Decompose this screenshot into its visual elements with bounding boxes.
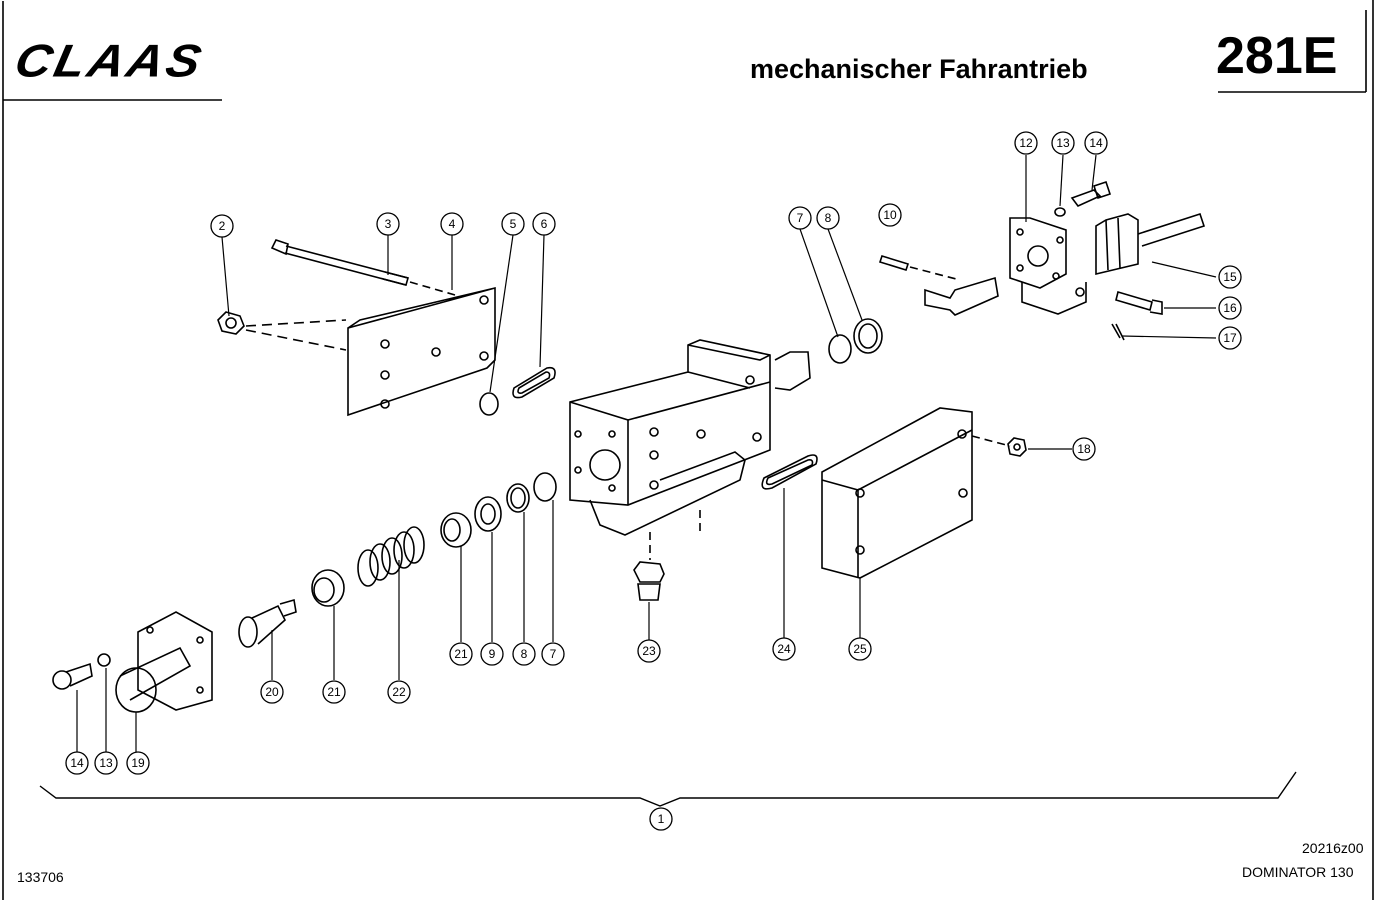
drawing-code: 20216z00 — [1302, 840, 1364, 856]
callout-circle-25 — [848, 637, 872, 661]
callout-label-5: 5 — [510, 217, 517, 231]
spindle-20 — [238, 598, 297, 648]
callout-circle-13 — [1051, 131, 1075, 155]
page-code: 281E — [1216, 27, 1338, 85]
callout-circle-13 — [94, 751, 118, 775]
callout-label-10: 10 — [883, 208, 897, 222]
callout-label-18: 18 — [1077, 442, 1091, 456]
callout-label-7: 7 — [550, 647, 557, 661]
long-bolt-3 — [270, 239, 456, 296]
flat-seal-24 — [761, 454, 818, 490]
bracket-12 — [1009, 217, 1087, 315]
callout-circle-3 — [376, 212, 400, 236]
page-title: mechanischer Fahrantrieb — [750, 54, 1088, 84]
valve-housing — [569, 339, 811, 560]
nut-2 — [217, 311, 347, 351]
screw-14-bottom — [52, 662, 93, 690]
callout-circle-5 — [501, 212, 525, 236]
spring-22 — [357, 526, 425, 587]
callout-label-12: 12 — [1019, 136, 1033, 150]
callout-label-7: 7 — [797, 211, 804, 225]
callout-circle-6 — [532, 212, 556, 236]
callout-label-15: 15 — [1223, 270, 1237, 284]
callout-label-4: 4 — [449, 217, 456, 231]
callout-label-13: 13 — [1056, 136, 1070, 150]
callout-circle-7 — [788, 206, 812, 230]
callout-circle-9 — [480, 642, 504, 666]
assembly-brace-1 — [39, 771, 1297, 807]
callout-circle-18 — [1072, 437, 1096, 461]
callout-circle-24 — [772, 637, 796, 661]
callout-circle-14 — [65, 751, 89, 775]
pin-16 — [1115, 290, 1163, 315]
callout-label-16: 16 — [1223, 301, 1237, 315]
callout-circle-16 — [1218, 296, 1242, 320]
callout-label-13: 13 — [99, 756, 113, 770]
callout-label-22: 22 — [392, 685, 406, 699]
callout-circle-7 — [541, 642, 565, 666]
callout-label-14: 14 — [1089, 136, 1103, 150]
callout-circle-15 — [1218, 265, 1242, 289]
callout-circle-8 — [816, 206, 840, 230]
o-ring-7-top — [828, 334, 852, 364]
callout-label-25: 25 — [853, 642, 867, 656]
callout-label-24: 24 — [777, 642, 791, 656]
callout-circle-1 — [649, 807, 673, 831]
callout-label-23: 23 — [642, 644, 656, 658]
model-name: DOMINATOR 130 — [1242, 864, 1354, 880]
callout-circle-4 — [440, 212, 464, 236]
callout-label-8: 8 — [521, 647, 528, 661]
callout-label-21: 21 — [454, 647, 468, 661]
sheet-number: 133706 — [17, 869, 64, 885]
rings-lower — [440, 472, 557, 548]
callout-label-17: 17 — [1223, 331, 1237, 345]
pin-10 — [878, 255, 999, 316]
callout-label-14: 14 — [70, 756, 84, 770]
o-ring-8-top — [853, 318, 883, 354]
nut-18 — [1007, 437, 1027, 457]
leader-lines — [76, 154, 1217, 752]
callout-label-20: 20 — [265, 685, 279, 699]
washer-13-top — [1054, 207, 1066, 217]
cap-21 — [311, 569, 345, 607]
callout-circle-12 — [1014, 131, 1038, 155]
lever-15 — [1095, 212, 1206, 276]
housing-19 — [115, 611, 213, 713]
callout-circle-17 — [1218, 326, 1242, 350]
callout-label-2: 2 — [219, 219, 226, 233]
claas-logo: CLAAS — [10, 35, 209, 87]
callout-label-8: 8 — [825, 211, 832, 225]
callout-circle-19 — [126, 751, 150, 775]
callout-circle-21 — [322, 680, 346, 704]
callout-circle-10 — [878, 203, 902, 227]
flat-seal-6 — [512, 366, 556, 399]
callout-circle-2 — [210, 214, 234, 238]
cover-plate-4 — [347, 286, 496, 417]
callout-circle-20 — [260, 680, 284, 704]
o-ring-5 — [479, 392, 499, 416]
callout-label-3: 3 — [385, 217, 392, 231]
callout-label-1: 1 — [658, 812, 665, 826]
callout-label-6: 6 — [541, 217, 548, 231]
fitting-23 — [633, 561, 665, 601]
callout-circle-8 — [512, 642, 536, 666]
callout-label-19: 19 — [131, 756, 145, 770]
callout-circle-21 — [449, 642, 473, 666]
cover-plate-25 — [821, 407, 1011, 579]
cotter-pin-17 — [1111, 323, 1125, 341]
callout-circle-22 — [387, 680, 411, 704]
callout-label-9: 9 — [489, 647, 496, 661]
screw-14-top — [1070, 180, 1112, 207]
washer-13-bottom — [97, 653, 111, 667]
callout-circle-14 — [1084, 131, 1108, 155]
callout-circle-23 — [637, 639, 661, 663]
callout-label-21: 21 — [327, 685, 341, 699]
